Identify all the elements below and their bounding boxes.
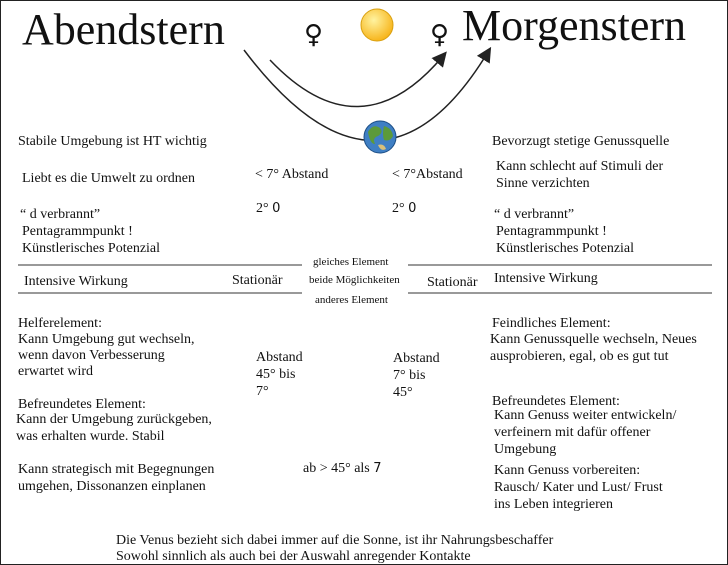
title-morgenstern: Morgenstern — [462, 1, 687, 50]
center-distance-right: < 7°Abstand — [392, 167, 463, 182]
title-abendstern: Abendstern — [22, 5, 225, 54]
right-text-1: Bevorzugt stetige Genussquelle — [492, 134, 670, 149]
left-text-9: wenn davon Verbesserung — [18, 348, 165, 363]
left-text-15: umgehen, Dissonanzen einplanen — [18, 479, 206, 494]
left-text-5: Künstlerisches Potenzial — [22, 241, 161, 256]
right-text-4: “ d verbrannt” — [494, 207, 575, 222]
middle-label-other: anderes Element — [315, 294, 388, 306]
left-text-12: Kann der Umgebung zurückgeben, — [16, 412, 212, 427]
right-text-8: Feindliches Element: — [492, 316, 611, 331]
right-text-13: verfeinern mit dafür offener — [494, 425, 651, 440]
right-text-9: Kann Genussquelle wechseln, Neues — [490, 332, 697, 347]
left-text-2: Liebt es die Umwelt zu ordnen — [22, 171, 196, 186]
right-text-12: Kann Genuss weiter entwickeln/ — [494, 408, 677, 423]
right-text-7: Intensive Wirkung — [494, 271, 598, 286]
center-degree-left: 2° 0 — [256, 201, 281, 216]
left-text-8: Kann Umgebung gut wechseln, — [18, 332, 195, 347]
venus-right-icon: ♀ — [430, 20, 450, 50]
right-text-15: Kann Genuss vorbereiten: — [494, 463, 641, 478]
left-text-10: erwartet wird — [18, 364, 94, 379]
center-degree-right: 2° 0 — [392, 201, 417, 216]
right-text-5: Pentagrammpunkt ! — [496, 224, 607, 239]
middle-label-both: beide Möglichkeiten — [309, 274, 400, 286]
right-text-6: Künstlerisches Potenzial — [496, 241, 635, 256]
inner-orbit-arc — [269, 51, 447, 108]
center-ab-45: ab > 45° als 7 — [303, 461, 382, 476]
left-text-13: was erhalten wurde. Stabil — [16, 429, 165, 444]
left-text-6: Intensive Wirkung — [24, 274, 128, 289]
right-text-11: Befreundetes Element: — [492, 394, 620, 409]
outer-orbit-arc — [243, 46, 492, 142]
right-text-10: ausprobieren, egal, ob es gut tut — [490, 349, 669, 364]
center-abstand-left-3: 7° — [256, 384, 269, 399]
left-text-3: “ d verbrannt” — [20, 207, 101, 222]
left-text-14: Kann strategisch mit Begegnungen — [18, 462, 215, 477]
right-text-17: ins Leben integrieren — [494, 497, 613, 512]
center-abstand-left-2: 45° bis — [256, 367, 296, 382]
left-text-4: Pentagrammpunkt ! — [22, 224, 133, 239]
center-abstand-left-1: Abstand — [256, 350, 303, 365]
center-abstand-right-1: Abstand — [393, 351, 440, 366]
sun-icon — [360, 8, 394, 42]
right-text-14: Umgebung — [494, 442, 557, 457]
earth-icon — [363, 120, 397, 154]
footer-line-2: Sowohl sinnlich als auch bei der Auswahl… — [116, 549, 471, 564]
center-abstand-right-3: 45° — [393, 385, 413, 400]
left-text-1: Stabile Umgebung ist HT wichtig — [18, 134, 207, 149]
middle-label-same: gleiches Element — [313, 256, 389, 268]
left-text-7: Helferelement: — [18, 316, 102, 331]
center-distance-left: < 7° Abstand — [255, 167, 329, 182]
center-abstand-right-2: 7° bis — [393, 368, 426, 383]
left-text-11: Befreundetes Element: — [18, 397, 146, 412]
venus-left-icon: ♀ — [304, 20, 324, 50]
right-text-3: Sinne verzichten — [496, 176, 590, 191]
footer-line-1: Die Venus bezieht sich dabei immer auf d… — [116, 533, 554, 548]
right-text-16: Rausch/ Kater und Lust/ Frust — [494, 480, 663, 495]
right-text-2: Kann schlecht auf Stimuli der — [496, 159, 664, 174]
stationaer-right: Stationär — [427, 275, 478, 290]
stationaer-left: Stationär — [232, 273, 283, 288]
